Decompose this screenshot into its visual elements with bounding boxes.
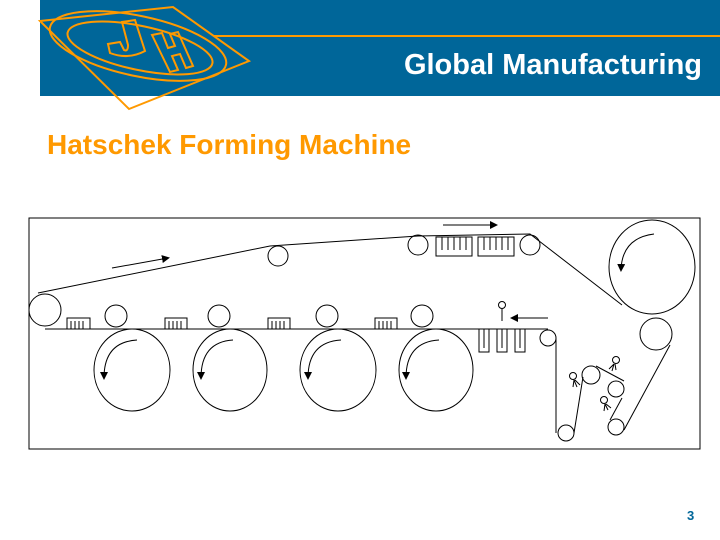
felt-roller — [519, 234, 541, 256]
felt-roller — [607, 418, 625, 436]
format-roll — [608, 219, 696, 315]
rotation-arrow — [197, 339, 234, 380]
logo-outer-ring — [48, 10, 228, 82]
breast-roller — [639, 317, 673, 351]
breast-roll — [28, 293, 62, 327]
rotation-arrow — [617, 233, 655, 272]
logo-letter-h — [150, 30, 195, 74]
couch-roller — [207, 304, 231, 328]
page-number: 3 — [687, 508, 695, 523]
slide-subtitle: Hatschek Forming Machine — [47, 129, 412, 160]
vat-box — [267, 317, 291, 330]
suction-boxes — [478, 329, 526, 353]
felt-roller — [267, 245, 289, 267]
felt-roller — [581, 365, 601, 385]
couch-roller — [104, 304, 128, 328]
felt-roller — [539, 329, 557, 347]
felt-top — [37, 233, 623, 306]
sieve-cylinder — [398, 328, 474, 412]
spray-nozzle — [600, 396, 608, 404]
felt-roller — [407, 234, 429, 256]
spray-nozzle — [569, 372, 577, 380]
rotation-arrow — [402, 339, 440, 380]
logo-letter-j — [106, 18, 147, 57]
direction-arrow — [111, 255, 170, 269]
felt-roller — [607, 380, 625, 398]
diagram-frame — [28, 217, 701, 450]
spray-nozzle — [498, 301, 506, 309]
logo-inner-ring — [66, 20, 214, 76]
couch-roller — [315, 304, 339, 328]
felt-roller — [557, 424, 575, 442]
rotation-arrow — [100, 339, 138, 380]
vat-box — [164, 317, 188, 330]
logo-diamond — [37, 5, 252, 111]
sieve-cylinder — [93, 328, 171, 412]
vat-box — [374, 317, 398, 330]
spray-nozzle — [612, 356, 620, 364]
couch-roller — [410, 304, 434, 328]
rotation-arrow — [304, 339, 342, 380]
header-title: Global Manufacturing — [403, 49, 702, 81]
sieve-cylinder — [192, 328, 268, 412]
sieve-cylinder — [299, 328, 377, 412]
